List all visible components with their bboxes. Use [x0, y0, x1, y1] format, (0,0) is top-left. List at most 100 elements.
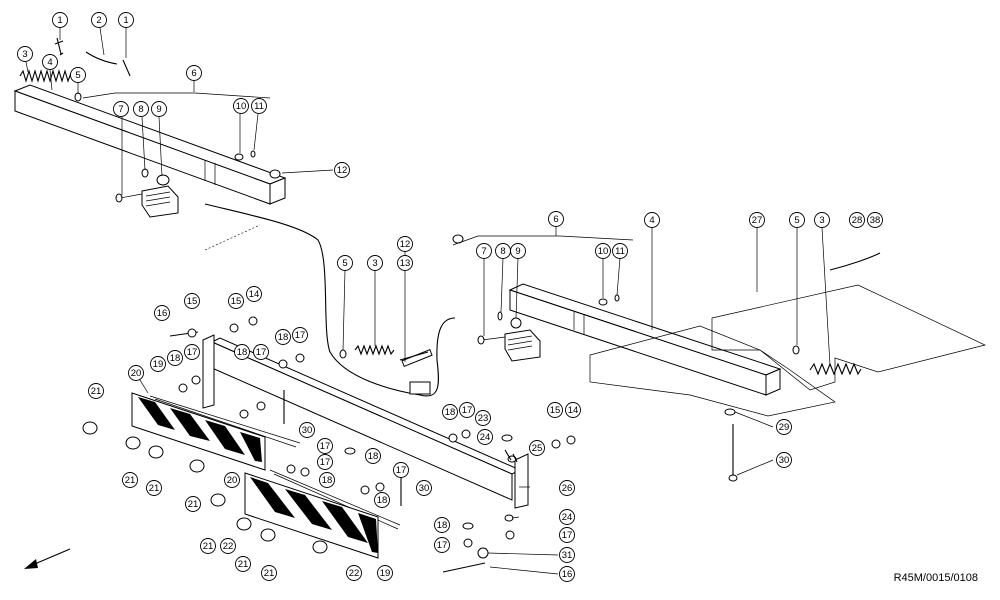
callout-circle [186, 65, 202, 81]
callout-number: 17 [462, 405, 473, 416]
callout-8: 8 [495, 243, 511, 259]
callout-circle [185, 496, 201, 512]
callout-number: 26 [562, 483, 573, 494]
callout-number: 28 [852, 215, 863, 226]
callout-number: 6 [191, 68, 196, 79]
callout-16: 16 [559, 566, 575, 582]
callout-circle [118, 12, 134, 28]
callout-number: 20 [131, 368, 142, 379]
callout-23: 23 [475, 410, 491, 426]
callout-21: 21 [261, 565, 277, 581]
callout-number: 21 [149, 483, 160, 494]
callout-number: 13 [400, 258, 411, 269]
callout-number: 21 [125, 475, 136, 486]
callout-number: 21 [203, 541, 214, 552]
callout-17: 17 [253, 344, 269, 360]
callout-circle [146, 480, 162, 496]
callout-number: 18 [170, 353, 181, 364]
callout-circle [334, 162, 350, 178]
callout-circle [246, 286, 262, 302]
callout-5: 5 [70, 67, 86, 83]
callout-25: 25 [529, 440, 545, 456]
callout-circle [150, 356, 166, 372]
callout-17: 17 [393, 462, 409, 478]
callout-circle [154, 305, 170, 321]
callout-number: 9 [156, 104, 161, 115]
callout-number: 17 [396, 465, 407, 476]
callout-circle [233, 98, 249, 114]
callout-15: 15 [228, 293, 244, 309]
callout-circle [337, 255, 353, 271]
callout-22: 22 [346, 565, 362, 581]
callout-number: 30 [779, 455, 790, 466]
callout-14: 14 [565, 402, 581, 418]
callout-circle [52, 12, 68, 28]
callout-number: 17 [437, 540, 448, 551]
callout-circle [477, 429, 493, 445]
callout-3: 3 [17, 46, 33, 62]
callout-circle [292, 327, 308, 343]
callout-7: 7 [113, 101, 129, 117]
callout-number: 11 [615, 246, 625, 257]
callout-17: 17 [317, 438, 333, 454]
callout-number: 18 [237, 347, 248, 358]
callout-18: 18 [234, 344, 250, 360]
callout-number: 10 [236, 101, 247, 112]
callout-20: 20 [128, 365, 144, 381]
callout-number: 18 [278, 332, 289, 343]
callout-number: 10 [598, 246, 609, 257]
callout-circle [128, 365, 144, 381]
callout-17: 17 [459, 402, 475, 418]
callout-number: 25 [532, 443, 543, 454]
callout-circle [365, 448, 381, 464]
callout-number: 6 [553, 214, 558, 225]
callout-4: 4 [42, 54, 58, 70]
callout-26: 26 [559, 480, 575, 496]
callout-30: 30 [776, 452, 792, 468]
callout-circle [644, 212, 660, 228]
callout-11: 11 [612, 243, 628, 259]
callout-number: 4 [649, 215, 654, 226]
callout-18: 18 [167, 350, 183, 366]
callout-22: 22 [220, 538, 236, 554]
callout-number: 38 [870, 215, 881, 226]
callout-17: 17 [184, 344, 200, 360]
callout-17: 17 [559, 527, 575, 543]
callout-circle [749, 212, 765, 228]
callout-11: 11 [251, 98, 267, 114]
callout-circle [595, 243, 611, 259]
callout-circle [133, 101, 149, 117]
callout-number: 3 [22, 49, 27, 60]
callout-6: 6 [186, 65, 202, 81]
callout-4: 4 [644, 212, 660, 228]
callout-12: 12 [334, 162, 350, 178]
callout-number: 17 [320, 441, 331, 452]
callout-circle [612, 243, 628, 259]
callout-circle [17, 46, 33, 62]
callout-27: 27 [749, 212, 765, 228]
left-spring-and-pins [19, 37, 281, 179]
callout-20: 20 [224, 472, 240, 488]
callout-10: 10 [233, 98, 249, 114]
callout-24: 24 [559, 509, 575, 525]
right-bracket [452, 234, 620, 362]
callout-circle [42, 54, 58, 70]
callout-circle [299, 422, 315, 438]
callout-number: 17 [562, 530, 573, 541]
callout-16: 16 [154, 305, 170, 321]
callout-19: 19 [150, 356, 166, 372]
callout-18: 18 [434, 517, 450, 533]
callout-5: 5 [337, 255, 353, 271]
callout-8: 8 [133, 101, 149, 117]
callout-number: 8 [138, 104, 143, 115]
callout-number: 5 [75, 70, 80, 81]
callout-number: 8 [500, 246, 505, 257]
callout-number: 17 [187, 347, 198, 358]
callout-number: 20 [227, 475, 238, 486]
callout-10: 10 [595, 243, 611, 259]
callout-circle [151, 101, 167, 117]
callout-number: 21 [264, 568, 275, 579]
callout-circle [565, 402, 581, 418]
callout-circle [559, 480, 575, 496]
